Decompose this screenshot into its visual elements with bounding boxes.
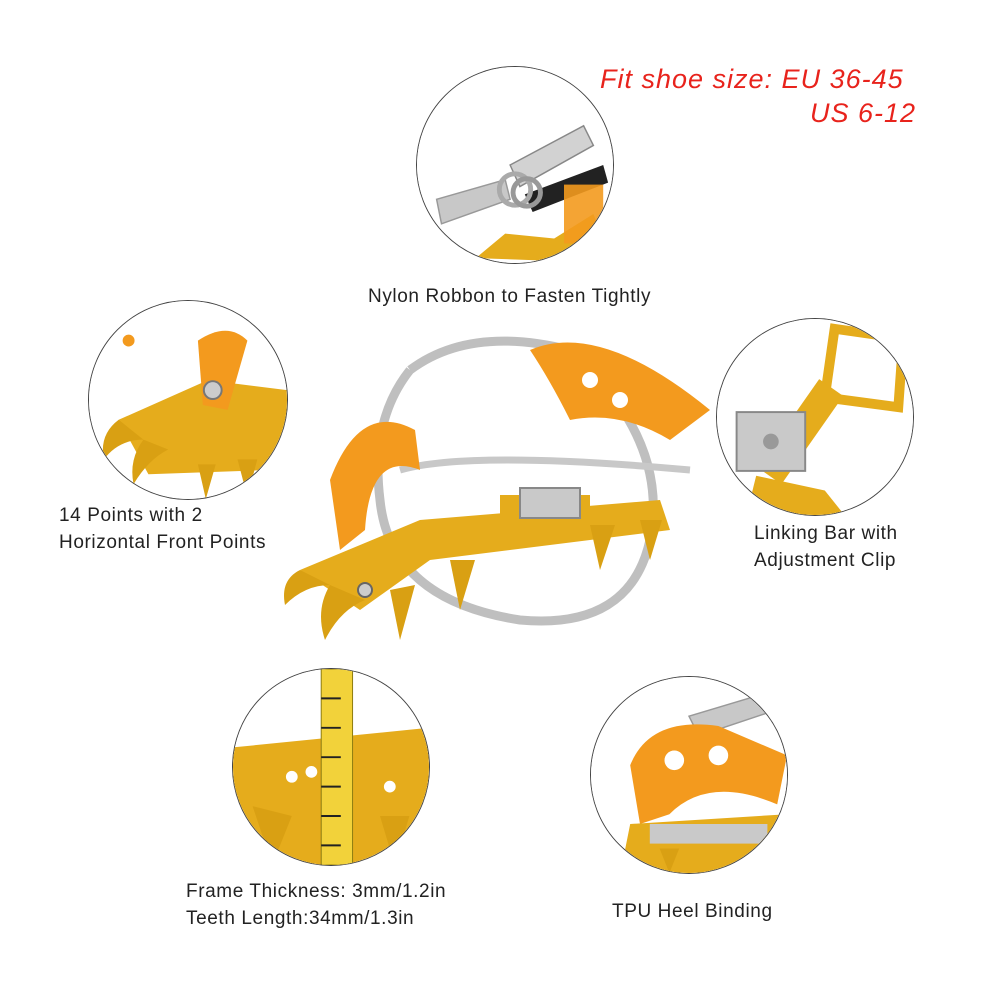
frame-caption-line1: Frame Thickness: 3mm/1.2in: [186, 881, 447, 902]
points-caption-line2: Horizontal Front Points: [59, 532, 267, 553]
points-detail-circle: [88, 300, 288, 500]
ribbon-caption: Nylon Robbon to Fasten Tightly: [368, 286, 652, 307]
linking-bar-icon: [717, 319, 913, 515]
linking-caption-line2: Adjustment Clip: [754, 550, 897, 571]
size-us: US 6-12: [810, 98, 917, 128]
crampon-icon: [284, 336, 710, 640]
points-caption: 14 Points with 2 Horizontal Front Points: [59, 502, 266, 556]
frame-detail-circle: [232, 668, 430, 866]
heel-caption: TPU Heel Binding: [612, 901, 773, 922]
front-spikes-icon: [89, 301, 287, 499]
linking-caption-line1: Linking Bar with: [754, 523, 898, 544]
frame-caption: Frame Thickness: 3mm/1.2in Teeth Length:…: [186, 878, 446, 932]
measuring-tape-icon: [233, 669, 429, 865]
crampon-product-image: [270, 320, 740, 670]
ribbon-detail-circle: [416, 66, 614, 264]
heel-binding-icon: [591, 677, 787, 873]
heel-detail-circle: [590, 676, 788, 874]
linking-detail-circle: [716, 318, 914, 516]
size-eu: Fit shoe size: EU 36-45: [600, 64, 904, 94]
linking-caption: Linking Bar with Adjustment Clip: [754, 520, 898, 574]
shoe-size-info: Fit shoe size: EU 36-45 US 6-12: [600, 62, 950, 130]
points-caption-line1: 14 Points with 2: [59, 505, 203, 526]
frame-caption-line2: Teeth Length:34mm/1.3in: [186, 908, 415, 929]
strap-ring-icon: [417, 67, 613, 263]
